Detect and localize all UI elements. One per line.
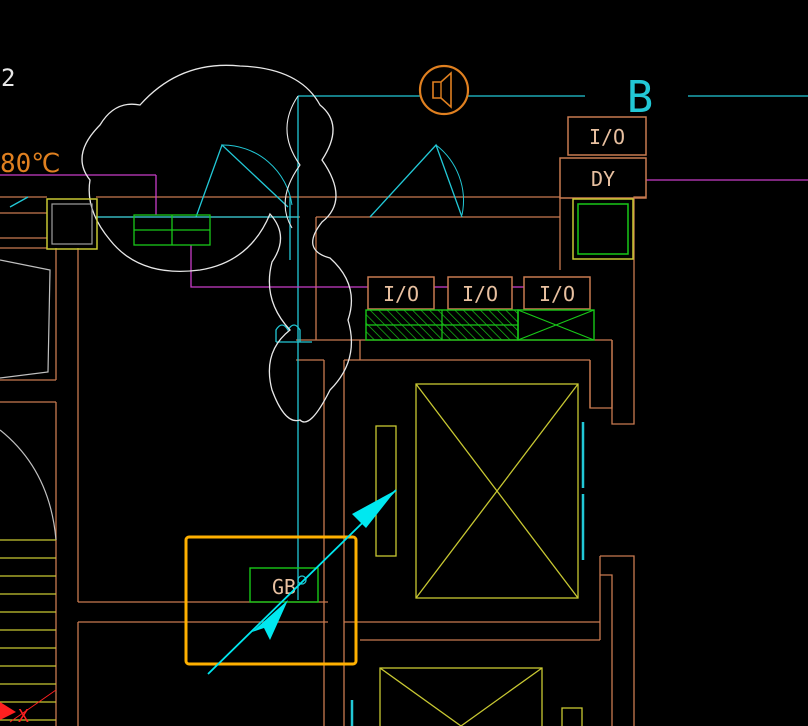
stair-treads bbox=[0, 539, 56, 721]
speaker-icon bbox=[418, 64, 470, 116]
column-left bbox=[46, 198, 98, 250]
dy-box: DY bbox=[559, 157, 647, 199]
gb-label: GB bbox=[272, 575, 296, 599]
elevator-door-marks bbox=[350, 422, 585, 726]
io-row: I/O I/O I/O bbox=[367, 276, 591, 310]
direction-arrow bbox=[207, 489, 397, 675]
cyan-lines bbox=[9, 95, 808, 600]
dy-label: DY bbox=[591, 167, 615, 191]
io-top-box: I/O bbox=[567, 116, 647, 156]
left-stair bbox=[0, 259, 57, 721]
green-grid-device bbox=[133, 214, 211, 246]
io-row-label-1: I/O bbox=[383, 282, 419, 306]
elevator-lower bbox=[379, 667, 583, 726]
cloud-revision-mark bbox=[81, 64, 352, 423]
gb-device: GB bbox=[249, 567, 319, 603]
edge-number-label: 2 bbox=[1, 64, 15, 92]
axis-marker-b: B bbox=[627, 72, 654, 123]
magenta-lines bbox=[0, 174, 808, 288]
hatched-strip bbox=[365, 309, 595, 341]
corner-mark: X bbox=[0, 689, 57, 726]
corner-mark-label: X bbox=[18, 706, 29, 726]
io-row-label-3: I/O bbox=[539, 282, 575, 306]
selection-highlight[interactable] bbox=[184, 535, 358, 666]
cloud-inner-arc bbox=[284, 95, 301, 229]
io-row-label-2: I/O bbox=[462, 282, 498, 306]
column-right bbox=[572, 198, 634, 260]
io-top-label: I/O bbox=[589, 125, 625, 149]
temperature-label: 80℃ bbox=[0, 149, 61, 179]
